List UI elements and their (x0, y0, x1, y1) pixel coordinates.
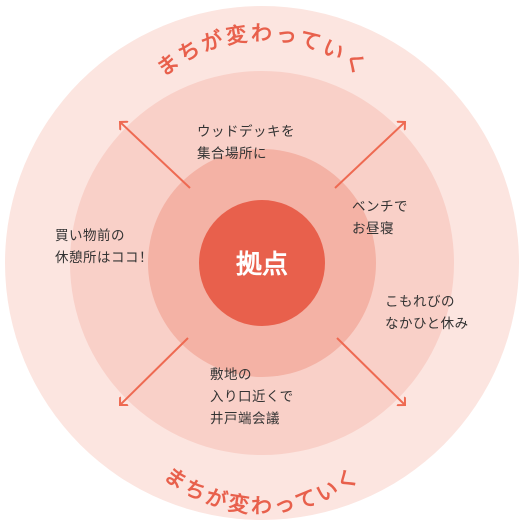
label-bench-nap: ベンチで お昼寝 (352, 196, 408, 240)
label-rest-area-line-2: 休憩所はココ！ (55, 250, 153, 266)
label-komorebi-line-2: なかひと休み (385, 316, 469, 332)
label-idobata-line-3: 井戸端会議 (210, 411, 280, 427)
label-idobata-line-2: 入り口近くで (210, 389, 294, 405)
label-bench-nap-line-1: ベンチで (352, 199, 408, 215)
arrow-up-right (334, 122, 405, 189)
center-label: 拠点 (236, 249, 288, 280)
label-wood-deck-line-1: ウッドデッキを (197, 124, 295, 140)
label-komorebi-line-1: こもれびの (385, 294, 455, 310)
label-rest-area: 買い物前の 休憩所はココ！ (55, 225, 153, 269)
arrow-up-left (120, 122, 191, 189)
arrow-down-right (336, 337, 405, 405)
arrow-down-left (120, 337, 189, 405)
label-komorebi: こもれびの なかひと休み (385, 291, 469, 335)
label-wood-deck: ウッドデッキを 集合場所に (197, 121, 295, 165)
label-idobata: 敷地の 入り口近くで 井戸端会議 (210, 364, 294, 430)
center-circle (199, 200, 325, 326)
label-rest-area-line-1: 買い物前の (55, 228, 125, 244)
label-idobata-line-1: 敷地の (210, 367, 252, 383)
label-bench-nap-line-2: お昼寝 (352, 221, 394, 237)
label-wood-deck-line-2: 集合場所に (197, 146, 267, 162)
